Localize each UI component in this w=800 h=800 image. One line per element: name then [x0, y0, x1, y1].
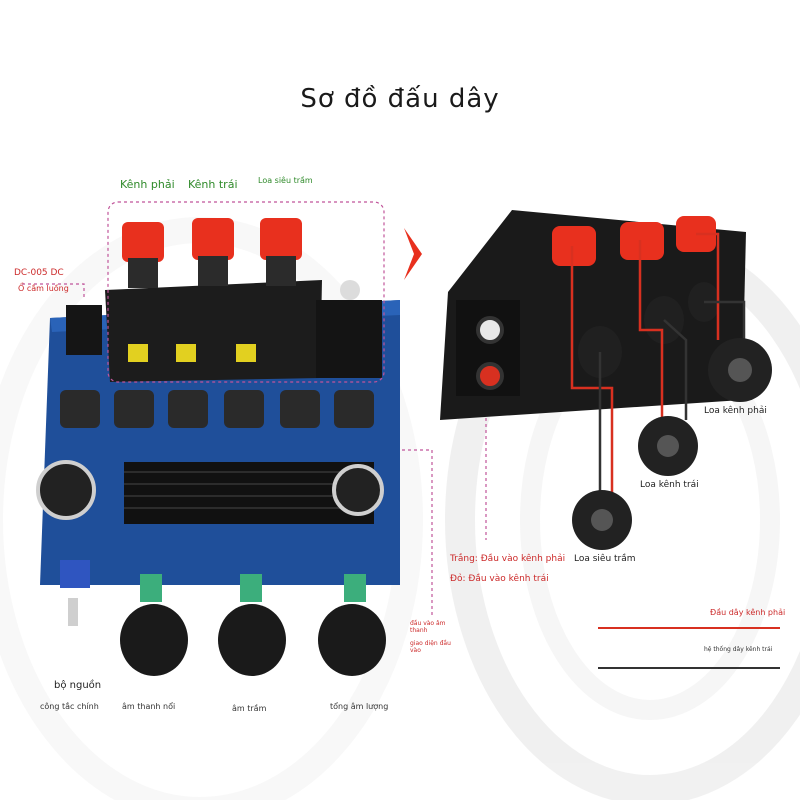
- page-title: Sơ đồ đấu dây: [300, 84, 500, 114]
- label-cong-tac-chinh: công tắc chính: [40, 702, 99, 711]
- label-dau-day-kenh-phai: Đầu dây kênh phải: [710, 608, 786, 617]
- label-dc-005: DC-005 DC: [14, 268, 64, 278]
- label-loa-kenh-trai: Loa kênh trái: [640, 480, 699, 490]
- terminal-housing: [105, 280, 322, 382]
- rca-white-jack: [476, 316, 504, 344]
- label-bo-nguon: bộ nguồn: [54, 680, 102, 691]
- arrow-icon: [404, 228, 422, 280]
- label-tong-am-luong: tổng âm lượng: [330, 702, 389, 711]
- rca-red-jack: [476, 362, 504, 390]
- label-do-dau-vao: Đỏ: Đầu vào kênh trái: [450, 574, 549, 584]
- label-o-cam-nguon: Ổ cắm luồng: [18, 284, 69, 293]
- label-dau-vao-am-thanh: đầu vào âm thanh: [410, 620, 446, 634]
- dc-jack: [66, 305, 102, 355]
- label-am-tram: âm trầm: [232, 704, 267, 713]
- label-kenh-trai: Kênh trái: [188, 178, 238, 191]
- label-loa-kenh-phai: Loa kênh phải: [704, 406, 767, 416]
- amplifier-board: [36, 218, 400, 676]
- inductors: [60, 390, 374, 428]
- label-he-thong-day-kenh-trai: hệ thống dây kênh trái: [704, 646, 773, 653]
- knobs: [120, 574, 386, 676]
- label-kenh-phai: Kênh phải: [120, 178, 175, 191]
- label-loa-sieu-tram: Loa siêu trầm: [258, 176, 313, 185]
- label-giao-dien-dau-vao: giao diện đầu vào: [410, 640, 451, 654]
- power-switch: [60, 560, 90, 588]
- rca-block: [316, 300, 382, 378]
- label-am-thanh-noi: âm thanh nổi: [122, 702, 176, 711]
- label-trang-dau-vao: Trắng: Đầu vào kênh phải: [450, 554, 566, 564]
- speaker-icons: [572, 338, 772, 550]
- capacitor-left: [36, 460, 96, 520]
- capacitor-right: [332, 464, 384, 516]
- label-loa-sieu-tram-right: Loa siêu trầm: [574, 554, 636, 564]
- terminal-closeup: [440, 210, 746, 420]
- speaker-terminals: [122, 218, 302, 288]
- wires: [570, 232, 746, 500]
